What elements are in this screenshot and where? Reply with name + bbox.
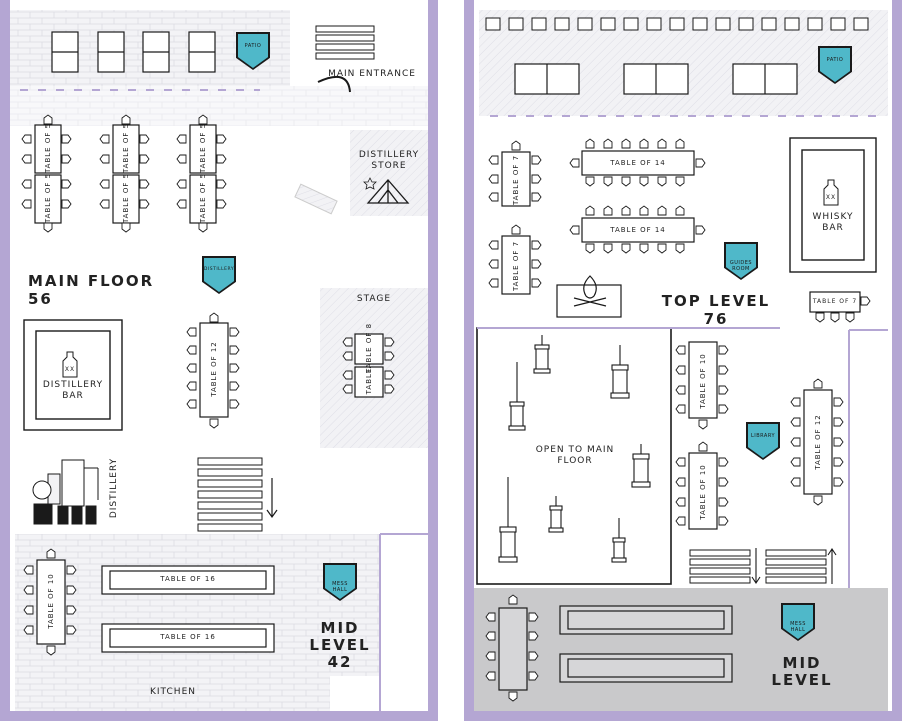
lantern-icons — [498, 335, 651, 563]
library-badge-label: LIBRARY — [750, 433, 776, 439]
table-of-10-label: TABLE OF 10 — [47, 573, 55, 629]
table-of-5-label: TABLE OF 5 — [199, 172, 207, 224]
left-bottle-icon — [62, 351, 78, 378]
open-to-main-line-2: FLOOR — [557, 456, 593, 466]
right-bottle-icon — [823, 179, 839, 206]
table-of-16-a-label: TABLE OF 16 — [110, 575, 266, 583]
whisky-bar-label: WHISKY BAR — [802, 212, 864, 234]
tent-icon — [366, 179, 410, 204]
whisky-bar-line-1: WHISKY — [812, 212, 854, 222]
mid-level-right-line-1: MID — [782, 654, 822, 672]
table-of-5-label: TABLE OF 5 — [44, 172, 52, 224]
main-floor-label: MAIN FLOOR 56 — [28, 272, 155, 308]
distillery-store-area — [350, 130, 428, 216]
mess-hall-right-line-2: HALL — [790, 626, 806, 633]
table-of-10-a — [688, 341, 718, 419]
table-of-7-side-label: TABLE OF 7 — [812, 298, 858, 305]
fire-pit — [556, 284, 622, 318]
right-up-arrow-icon — [827, 548, 837, 584]
table-of-14-a-label: TABLE OF 14 — [610, 159, 666, 167]
table-of-12-right-label: TABLE OF 12 — [814, 414, 822, 470]
table-of-10-a-label: TABLE OF 10 — [699, 353, 707, 409]
table-of-16-b-label: TABLE OF 16 — [110, 633, 266, 641]
tables-of-5 — [34, 124, 217, 224]
mess-hall-left-line-1: MESS — [332, 580, 348, 587]
star-icon — [363, 177, 377, 190]
patio-badge-left-label: PATIO — [244, 43, 262, 49]
top-level-label: TOP LEVEL 76 — [661, 292, 771, 328]
table-of-14-a — [581, 150, 695, 176]
open-to-main-floor-label: OPEN TO MAIN FLOOR — [520, 445, 630, 467]
patio-badge-right-label: PATIO — [826, 57, 844, 63]
mid-level-42-line-1: MID — [320, 619, 360, 637]
table-of-7-side — [809, 291, 861, 313]
mid-level-right-label: MID LEVEL — [770, 655, 834, 689]
patio-tables — [51, 31, 216, 73]
mid-level-42-line-2: LEVEL — [309, 636, 371, 654]
mid-level-42-label: MID LEVEL 42 — [308, 620, 372, 671]
distillery-bar-line-1: DISTILLERY — [42, 380, 104, 390]
main-floor-stairs — [197, 457, 263, 532]
distillery-store-line-2: STORE — [371, 161, 407, 171]
table-of-7-b-label: TABLE OF 7 — [512, 240, 520, 292]
open-to-main-line-1: OPEN TO MAIN — [535, 445, 615, 455]
mess-hall-left-line-2: HALL — [332, 586, 348, 593]
distillery-vertical-label: DISTILLERY — [109, 457, 119, 519]
mid-level-right-line-2: LEVEL — [771, 671, 833, 689]
table-of-5-label: TABLE OF 5 — [122, 172, 130, 224]
table-of-12 — [199, 322, 229, 418]
table-of-10-left — [36, 559, 66, 645]
mess-hall-right-line-1: MESS — [790, 620, 806, 627]
whisky-bar-line-2: BAR — [822, 223, 844, 233]
table-of-16-b-count: OF 16 — [190, 633, 216, 641]
table-of-10-b — [688, 452, 718, 530]
guides-room-line-1: GUIDES — [729, 259, 753, 266]
distillery-store-line-1: DISTILLERY — [358, 150, 420, 160]
patio-row-chairs — [485, 17, 869, 31]
mid-level-42-line-3: 42 — [327, 653, 353, 671]
table-of-16-b-word: TABLE — [160, 633, 187, 641]
stage-label: STAGE — [356, 294, 392, 304]
kitchen-label: KITCHEN — [150, 687, 196, 697]
table-of-7-b — [501, 235, 531, 295]
entrance-door-swing — [317, 75, 351, 93]
table-of-7-a — [501, 151, 531, 207]
left-bottle-label: XX — [64, 366, 76, 373]
down-arrow-icon — [266, 478, 278, 519]
table-of-12-label: TABLE OF 12 — [210, 341, 218, 397]
distillery-bar-line-2: BAR — [62, 391, 84, 401]
right-stairs — [689, 549, 827, 584]
table-of-14-b-label: TABLE OF 14 — [610, 226, 666, 234]
entrance-stairs — [315, 25, 375, 60]
table-of-16-a-word: TABLE — [160, 575, 187, 583]
right-floor-plan — [464, 0, 902, 721]
table-label: TABLE — [365, 367, 373, 395]
table-of-10-b-label: TABLE OF 10 — [699, 464, 707, 520]
distillery-bar-label: DISTILLERY BAR — [36, 380, 110, 402]
still-equipment — [32, 459, 99, 525]
table-of-14-b — [581, 217, 695, 243]
table-of-7-a-label: TABLE OF 7 — [512, 154, 520, 206]
main-entrance-label: MAIN ENTRANCE — [328, 69, 416, 79]
table-of-16-a-count: OF 16 — [190, 575, 216, 583]
fire-icon — [573, 275, 607, 307]
distillery-store-label: DISTILLERY STORE — [352, 150, 426, 172]
distillery-badge-label: DISTILLERY — [203, 267, 235, 272]
right-patio-tables — [514, 63, 798, 95]
right-down-arrow-icon — [751, 548, 761, 584]
table-of-12-right — [803, 389, 833, 495]
right-bottle-label: XX — [825, 194, 837, 201]
tables-of-16 — [101, 565, 275, 653]
guides-room-line-2: ROOM — [732, 265, 750, 272]
